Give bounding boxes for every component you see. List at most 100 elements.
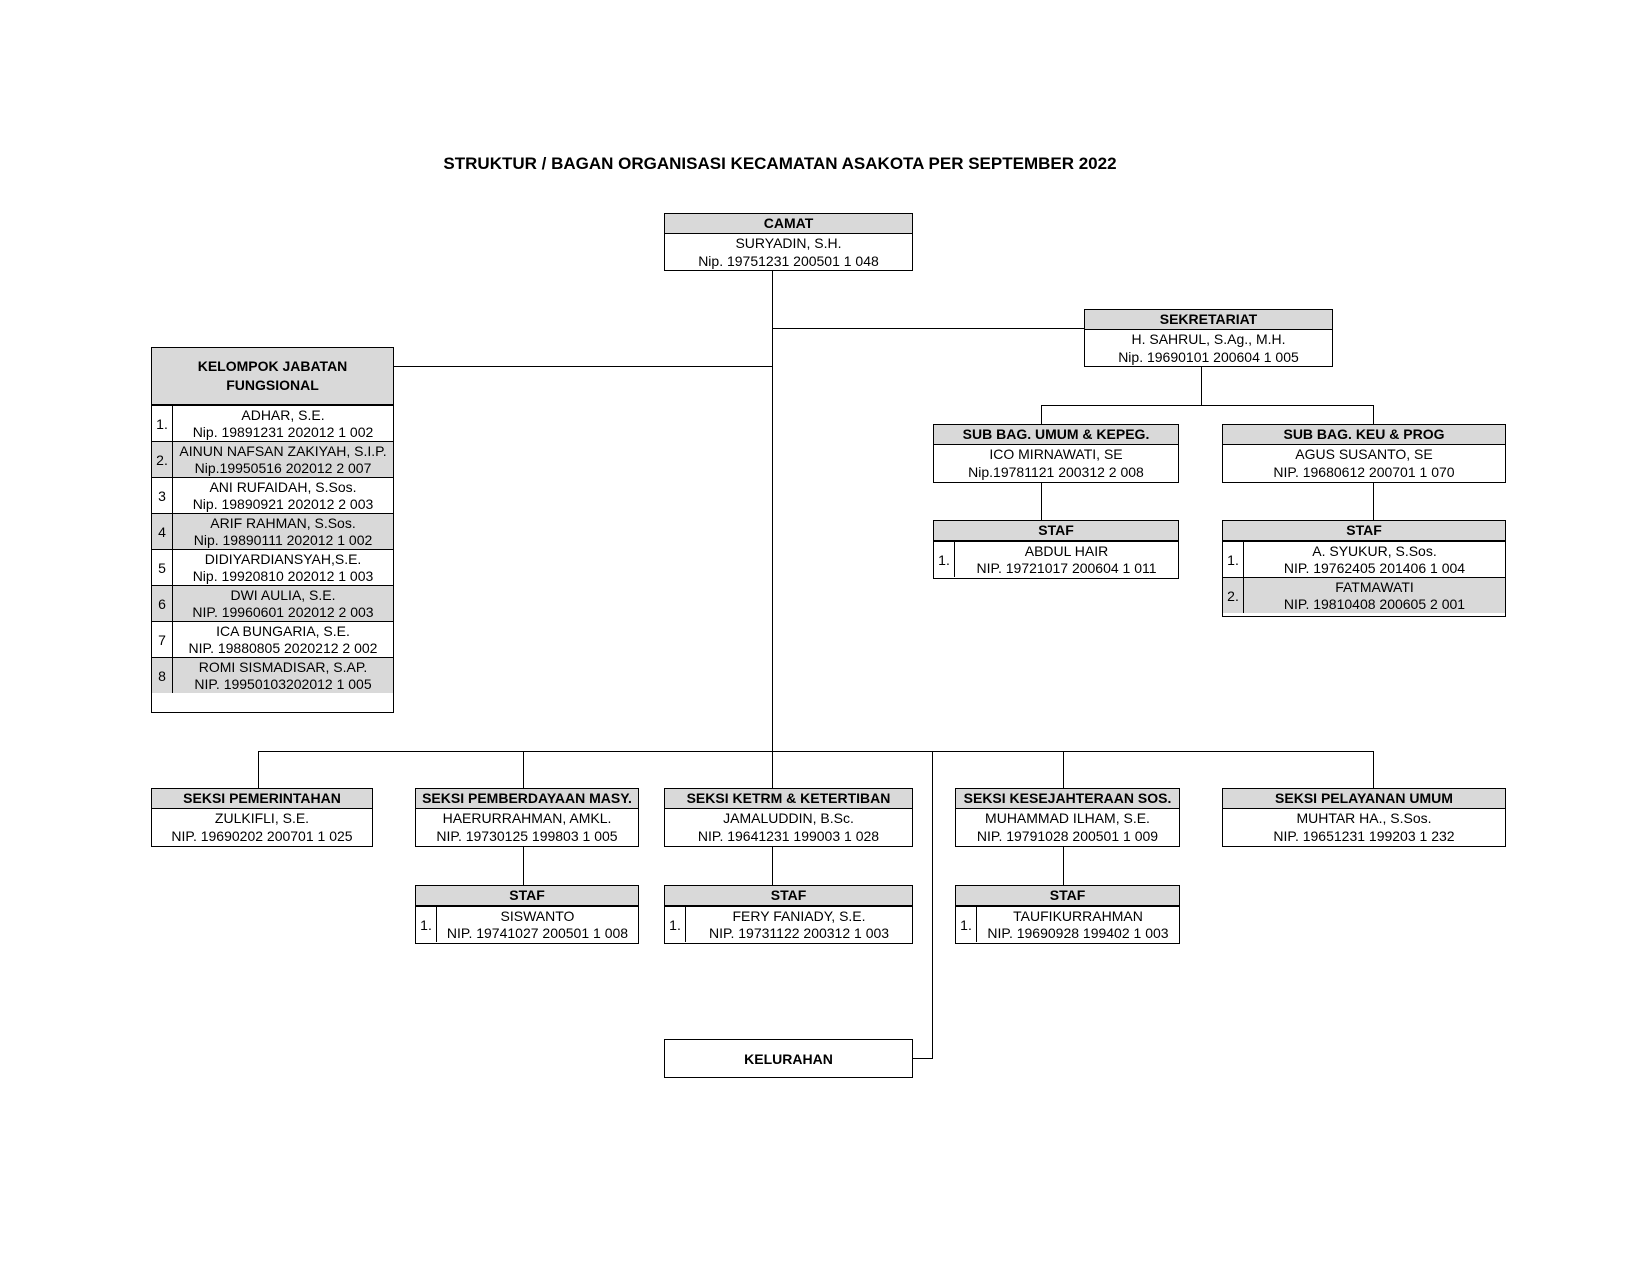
staf-name: FATMAWATI	[1335, 578, 1414, 595]
table-row: 7 ICA BUNGARIA, S.E.NIP. 19880805 2020212…	[152, 621, 393, 657]
staf-name: A. SYUKUR, S.Sos.	[1312, 542, 1437, 559]
member-name: ICA BUNGARIA, S.E.	[216, 622, 350, 639]
connector	[1041, 483, 1042, 520]
row-number: 3	[152, 478, 173, 513]
seksi-pemberdayaan-name: HAERURRAHMAN, AMKL.	[442, 810, 612, 826]
staf-name: SISWANTO	[500, 907, 575, 924]
seksi-pemerintahan-nip: NIP. 19690202 200701 1 025	[171, 828, 353, 844]
table-row: 2. AINUN NAFSAN ZAKIYAH, S.I.P.Nip.199505…	[152, 441, 393, 477]
camat-nip: Nip. 19751231 200501 1 048	[698, 253, 879, 269]
seksi-ketrm-box: SEKSI KETRM & KETERTIBAN JAMALUDDIN, B.S…	[664, 788, 913, 847]
sekretariat-header: SEKRETARIAT	[1085, 310, 1332, 330]
connector	[1063, 846, 1064, 886]
seksi-ketrm-header: SEKSI KETRM & KETERTIBAN	[665, 789, 912, 809]
staf-name: TAUFIKURRAHMAN	[1013, 907, 1143, 924]
table-row: 1. FERY FANIADY, S.E.NIP. 19731122 20031…	[665, 906, 912, 942]
fungsional-header: KELOMPOK JABATAN FUNGSIONAL	[152, 348, 393, 405]
seksi-pemberdayaan-header: SEKSI PEMBERDAYAAN MASY.	[416, 789, 638, 809]
member-name: AINUN NAFSAN ZAKIYAH, S.I.P.	[179, 442, 387, 459]
camat-header: CAMAT	[665, 214, 912, 234]
kelurahan-box: KELURAHAN	[664, 1039, 913, 1078]
row-number: 1.	[956, 907, 977, 942]
staf-nip: NIP. 19690928 199402 1 003	[987, 924, 1169, 941]
row-number: 4	[152, 514, 173, 549]
seksi-pelayanan-box: SEKSI PELAYANAN UMUM MUHTAR HA., S.Sos. …	[1222, 788, 1506, 847]
seksi-pemerintahan-name: ZULKIFLI, S.E.	[214, 810, 310, 826]
seksi-pemerintahan-box: SEKSI PEMERINTAHAN ZULKIFLI, S.E. NIP. 1…	[151, 788, 373, 847]
row-number: 5	[152, 550, 173, 585]
chart-title: STRUKTUR / BAGAN ORGANISASI KECAMATAN AS…	[443, 154, 1117, 173]
connector	[772, 751, 773, 789]
member-nip: Nip. 19890111 202012 1 002	[193, 531, 373, 548]
connector	[772, 328, 1085, 329]
row-number: 2.	[152, 442, 173, 477]
sub-keu-box: SUB BAG. KEU & PROG AGUS SUSANTO, SE NIP…	[1222, 424, 1506, 483]
sub-umum-header: SUB BAG. UMUM & KEPEG.	[934, 425, 1178, 445]
staf-nip: NIP. 19741027 200501 1 008	[446, 924, 629, 941]
connector	[1041, 405, 1042, 425]
member-nip: Nip.19950516 202012 2 007	[194, 459, 372, 476]
table-row: 4 ARIF RAHMAN, S.Sos.Nip. 19890111 202012…	[152, 513, 393, 549]
fungsional-header-line1: KELOMPOK JABATAN	[197, 358, 348, 374]
row-number: 1.	[1223, 542, 1244, 577]
member-nip: NIP. 19880805 2020212 2 002	[188, 639, 378, 656]
staf-nip: NIP. 19731122 200312 1 003	[708, 924, 890, 941]
member-nip: Nip. 19890921 202012 2 003	[192, 495, 374, 512]
seksi-ketrm-nip: NIP. 19641231 199003 1 028	[697, 828, 880, 844]
connector	[523, 846, 524, 886]
connector	[258, 751, 1373, 752]
staf-nip: NIP. 19810408 200605 2 001	[1283, 595, 1466, 612]
table-row: 3 ANI RUFAIDAH, S.Sos.Nip. 19890921 20201…	[152, 477, 393, 513]
staf-nip: NIP. 19721017 200604 1 011	[976, 559, 1157, 576]
table-row: 1. A. SYUKUR, S.Sos.NIP. 19762405 201406…	[1223, 541, 1505, 577]
connector	[1373, 405, 1374, 425]
member-nip: NIP. 19950103202012 1 005	[194, 675, 372, 692]
row-number: 1.	[665, 907, 686, 942]
seksi-pemberdayaan-box: SEKSI PEMBERDAYAAN MASY. HAERURRAHMAN, A…	[415, 788, 639, 847]
sub-umum-name: ICO MIRNAWATI, SE	[989, 446, 1123, 462]
staf-name: ABDUL HAIR	[1024, 542, 1109, 559]
fungsional-header-line2: FUNGSIONAL	[226, 377, 319, 393]
sekretariat-box: SEKRETARIAT H. SAHRUL, S.Ag., M.H. Nip. …	[1084, 309, 1333, 367]
member-nip: NIP. 19960601 202012 2 003	[192, 603, 374, 620]
sub-keu-staf-table: STAF 1. A. SYUKUR, S.Sos.NIP. 19762405 2…	[1222, 520, 1506, 617]
connector	[1063, 751, 1064, 789]
row-number: 2.	[1223, 578, 1244, 613]
fungsional-table: KELOMPOK JABATAN FUNGSIONAL 1.ADHAR, S.E…	[151, 347, 394, 713]
connector	[258, 751, 259, 789]
connector	[932, 751, 933, 1059]
staf-header: STAF	[1223, 521, 1505, 541]
connector	[393, 366, 772, 367]
member-name: ROMI SISMADISAR, S.AP.	[198, 658, 368, 675]
connector	[1201, 367, 1202, 405]
kelurahan-label: KELURAHAN	[744, 1050, 833, 1067]
staf-header: STAF	[416, 886, 638, 906]
seksi-ketrm-staf-table: STAF 1. FERY FANIADY, S.E.NIP. 19731122 …	[664, 885, 913, 944]
row-number: 7	[152, 622, 173, 657]
member-name: ANI RUFAIDAH, S.Sos.	[209, 478, 357, 495]
seksi-pemerintahan-header: SEKSI PEMERINTAHAN	[152, 789, 372, 809]
staf-header: STAF	[934, 521, 1178, 541]
staf-header: STAF	[665, 886, 912, 906]
seksi-kesejahteraan-box: SEKSI KESEJAHTERAAN SOS. MUHAMMAD ILHAM,…	[955, 788, 1180, 847]
sub-keu-name: AGUS SUSANTO, SE	[1295, 446, 1433, 462]
connector	[912, 1058, 932, 1059]
table-row: 1.ADHAR, S.E.Nip. 19891231 202012 1 002	[152, 405, 393, 441]
sub-umum-box: SUB BAG. UMUM & KEPEG. ICO MIRNAWATI, SE…	[933, 424, 1179, 483]
seksi-kesejahteraan-name: MUHAMMAD ILHAM, S.E.	[985, 810, 1150, 826]
connector	[772, 846, 773, 886]
seksi-pelayanan-name: MUHTAR HA., S.Sos.	[1296, 810, 1432, 826]
member-name: ADHAR, S.E.	[241, 406, 325, 423]
member-nip: Nip. 19891231 202012 1 002	[192, 423, 374, 440]
member-name: ARIF RAHMAN, S.Sos.	[210, 514, 356, 531]
